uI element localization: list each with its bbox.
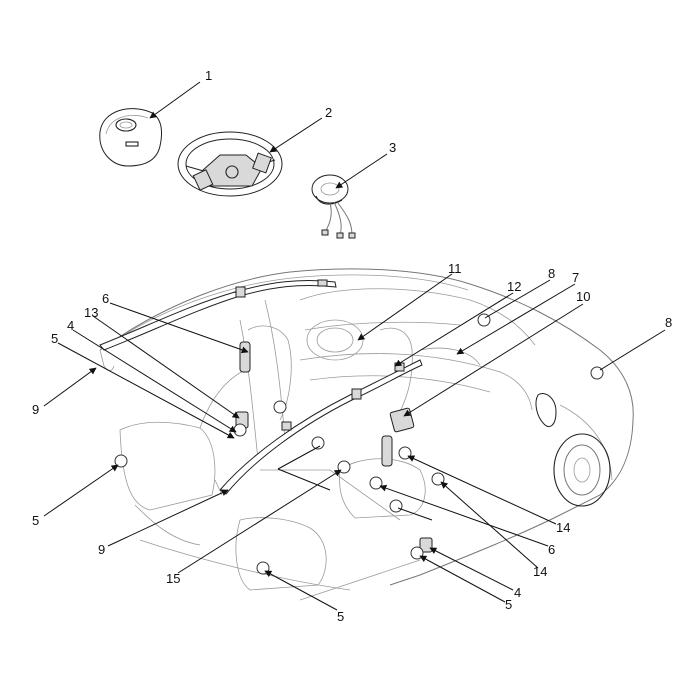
callout-5-bottom-right: 5 bbox=[505, 597, 512, 612]
callout-8-top: 8 bbox=[548, 266, 555, 281]
callout-8-right: 8 bbox=[665, 315, 672, 330]
callout-labels: 1 2 3 11 12 8 7 10 8 6 13 4 5 9 5 9 15 5… bbox=[32, 68, 672, 624]
clock-spring bbox=[311, 174, 356, 239]
callout-14-bottom: 14 bbox=[533, 564, 547, 579]
sensor-marker-5b bbox=[114, 454, 128, 468]
callout-4-top: 4 bbox=[67, 318, 74, 333]
callout-9-top: 9 bbox=[32, 402, 39, 417]
sensor-marker-14c bbox=[389, 499, 403, 513]
sensor-marker-4a bbox=[233, 423, 247, 437]
sensor-marker-14a bbox=[398, 446, 412, 460]
callout-7: 7 bbox=[572, 270, 579, 285]
sensor-marker-15a bbox=[311, 436, 325, 450]
callout-6-top: 6 bbox=[102, 291, 109, 306]
sensor-markers bbox=[114, 313, 604, 575]
callout-5-top: 5 bbox=[51, 331, 58, 346]
leader-lines bbox=[43, 81, 666, 611]
callout-14-top: 14 bbox=[556, 520, 570, 535]
callout-11: 11 bbox=[448, 261, 462, 276]
callout-5-bottom: 5 bbox=[337, 609, 344, 624]
side-airbag-rear-left-icon bbox=[239, 341, 251, 373]
sensor-marker-6b bbox=[369, 476, 383, 490]
callout-10: 10 bbox=[576, 289, 590, 304]
callout-1: 1 bbox=[205, 68, 212, 83]
callout-13: 13 bbox=[84, 305, 98, 320]
steering-wheel bbox=[177, 131, 283, 197]
driver-airbag-module bbox=[99, 108, 163, 167]
callout-15: 15 bbox=[166, 571, 180, 586]
callout-12: 12 bbox=[507, 279, 521, 294]
callout-2: 2 bbox=[325, 105, 332, 120]
sensor-marker-6a bbox=[273, 400, 287, 414]
callout-6-bottom: 6 bbox=[548, 542, 555, 557]
callout-3: 3 bbox=[389, 140, 396, 155]
callout-9-bottom: 9 bbox=[98, 542, 105, 557]
callout-4-bottom: 4 bbox=[514, 585, 521, 600]
callout-5-left: 5 bbox=[32, 513, 39, 528]
